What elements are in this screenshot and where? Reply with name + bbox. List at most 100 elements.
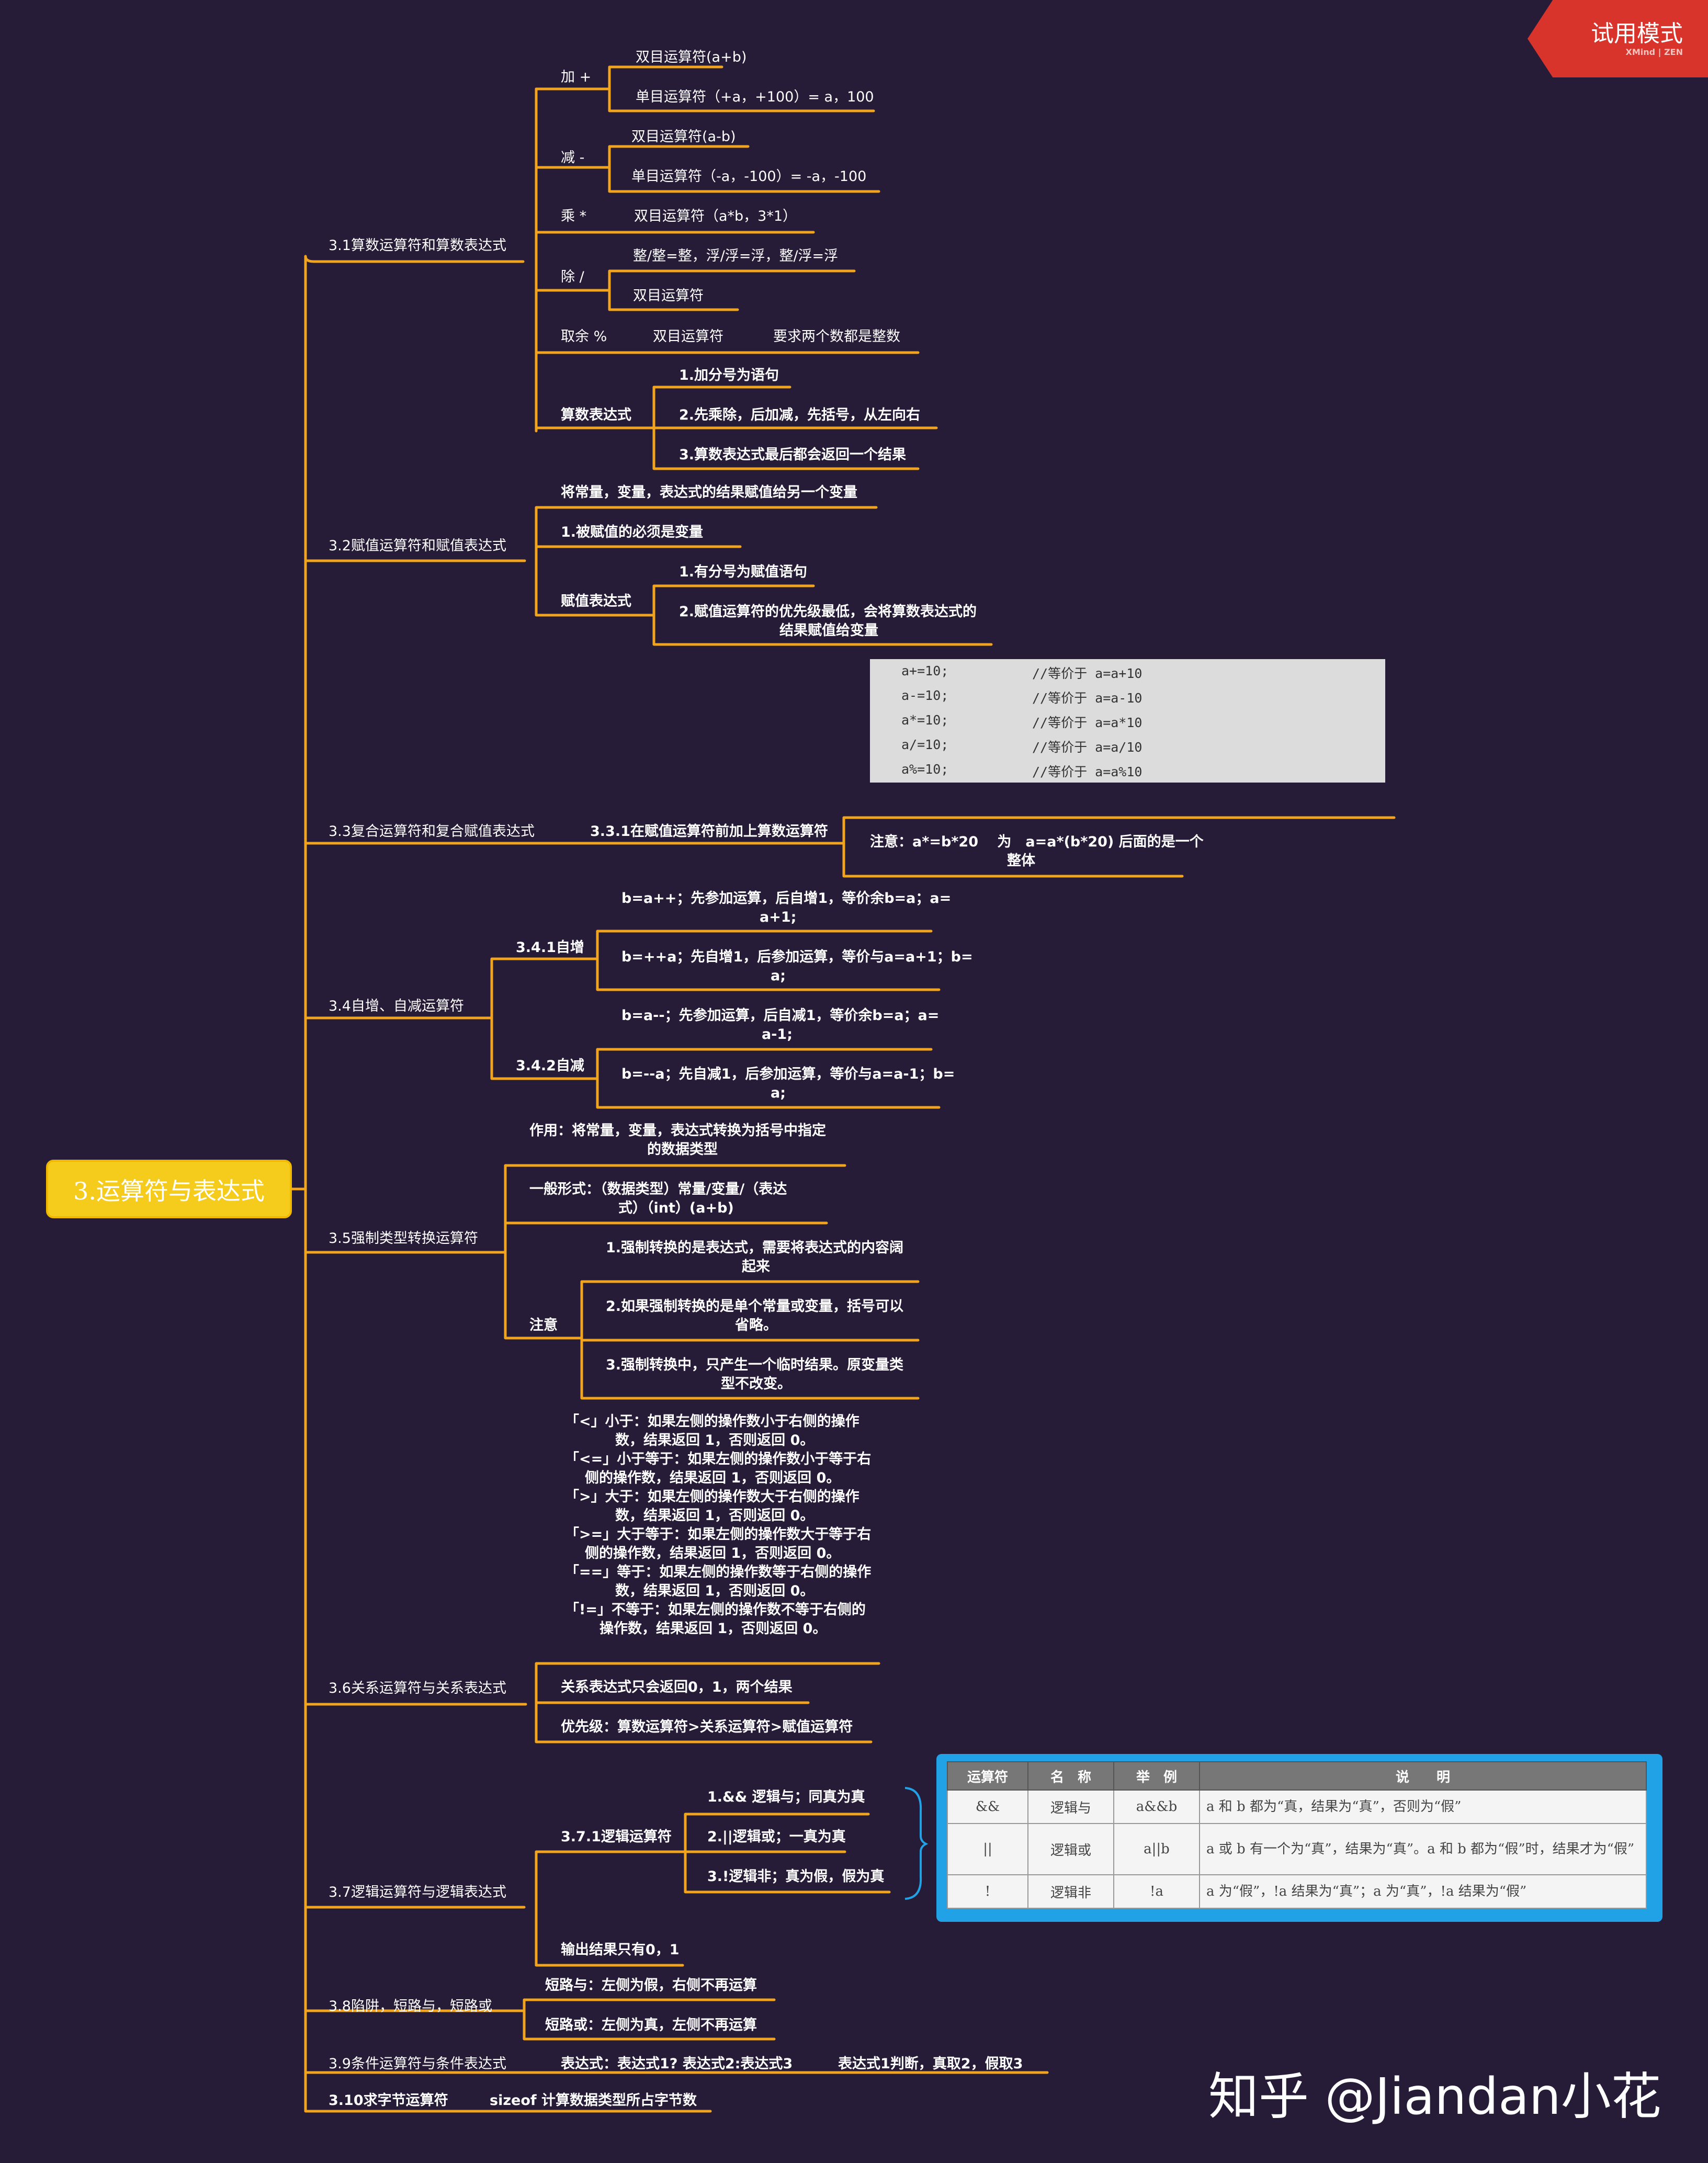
node-rel-line[interactable]: 「==」等于：如果左侧的操作数等于右侧的操作 bbox=[565, 1564, 872, 1580]
node-cast-form-b[interactable]: 式）（int）(a+b) bbox=[618, 1200, 734, 1216]
node-cast-note-3a[interactable]: 3.强制转换中，只产生一个临时结果。原变量类 bbox=[606, 1357, 904, 1373]
table-cell: 逻辑非 bbox=[1027, 1874, 1114, 1909]
code-stmt: a-=10; bbox=[901, 688, 949, 703]
topic-3-10[interactable]: 3.10求字节运算符 bbox=[329, 2092, 448, 2109]
node-mul[interactable]: 乘 * bbox=[561, 208, 587, 224]
topic-3-5[interactable]: 3.5强制类型转换运算符 bbox=[329, 1230, 478, 1247]
node-dec-post-b[interactable]: a-1; bbox=[762, 1026, 793, 1043]
node-logic-ops[interactable]: 3.7.1逻辑运算符 bbox=[561, 1829, 672, 1845]
compound-assign-code: a+=10; //等价于 a=a+10 a-=10; //等价于 a=a-10 … bbox=[870, 659, 1385, 783]
node-add[interactable]: 加 + bbox=[561, 69, 592, 85]
node-inc-pre-b[interactable]: a; bbox=[771, 968, 786, 984]
node-logic-not[interactable]: 3.!逻辑非；真为假，假为真 bbox=[707, 1868, 885, 1885]
node-rel-line[interactable]: 数，结果返回 1，否则返回 0。 bbox=[615, 1508, 815, 1524]
node-cast-use-a[interactable]: 作用：将常量，变量，表达式转换为括号中指定 bbox=[529, 1123, 826, 1139]
node-dec-pre-a[interactable]: b=--a；先自减1，后参加运算，等价与a=a-1；b= bbox=[621, 1066, 955, 1082]
node-cast-note-1b[interactable]: 起来 bbox=[742, 1259, 770, 1275]
table-cell: && bbox=[947, 1790, 1028, 1824]
table-cell: !a bbox=[1113, 1874, 1200, 1909]
table-header: 运算符 bbox=[947, 1761, 1028, 1791]
node-inc-pre-a[interactable]: b=++a；先自增1，后参加运算，等价与a=a+1；b= bbox=[621, 949, 973, 965]
node-inc-post-a[interactable]: b=a++；先参加运算，后自增1，等价余b=a；a= bbox=[621, 890, 952, 907]
table-cell: a||b bbox=[1113, 1823, 1200, 1875]
code-comment: //等价于 a=a*10 bbox=[1032, 715, 1143, 730]
topic-3-2[interactable]: 3.2赋值运算符和赋值表达式 bbox=[329, 538, 506, 554]
node-cast-note-2a[interactable]: 2.如果强制转换的是单个常量或变量，括号可以 bbox=[606, 1298, 904, 1315]
node-arith-expr-2[interactable]: 2.先乘除，后加减，先括号，从左向右 bbox=[679, 407, 921, 423]
node-arith-expr-3[interactable]: 3.算数表达式最后都会返回一个结果 bbox=[679, 447, 907, 463]
topic-3-7[interactable]: 3.7逻辑运算符与逻辑表达式 bbox=[329, 1884, 506, 1900]
topic-3-9[interactable]: 3.9条件运算符与条件表达式 bbox=[329, 2056, 506, 2072]
root-topic[interactable]: 3.运算符与表达式 bbox=[46, 1160, 292, 1218]
table-header: 说 明 bbox=[1199, 1761, 1647, 1791]
node-mod-binary[interactable]: 双目运算符 bbox=[653, 329, 723, 345]
code-stmt: a*=10; bbox=[901, 712, 949, 728]
node-arith-expr-1[interactable]: 1.加分号为语句 bbox=[679, 367, 779, 383]
node-dec-post-a[interactable]: b=a--；先参加运算，后自减1，等价余b=a；a= bbox=[621, 1007, 940, 1024]
node-div[interactable]: 除 / bbox=[561, 269, 584, 285]
node-mod-integers[interactable]: 要求两个数都是整数 bbox=[773, 329, 900, 345]
node-logic-or[interactable]: 2.||逻辑或；一真为真 bbox=[707, 1829, 846, 1845]
node-cast-use-b[interactable]: 的数据类型 bbox=[647, 1141, 718, 1158]
topic-3-1[interactable]: 3.1算数运算符和算数表达式 bbox=[329, 237, 506, 254]
node-decrement[interactable]: 3.4.2自减 bbox=[516, 1058, 584, 1074]
node-div-rule[interactable]: 整/整=整，浮/浮=浮，整/浮=浮 bbox=[633, 248, 839, 264]
node-dec-pre-b[interactable]: a; bbox=[771, 1085, 786, 1101]
node-add-binary[interactable]: 双目运算符(a+b) bbox=[636, 49, 747, 65]
logic-operator-table: 运算符 名 称 举 例 说 明 && 逻辑与 a&&b a 和 b 都为“真，结… bbox=[936, 1754, 1662, 1922]
node-compound-desc[interactable]: 3.3.1在赋值运算符前加上算数运算符 bbox=[590, 823, 828, 840]
topic-3-6[interactable]: 3.6关系运算符与关系表达式 bbox=[329, 1680, 506, 1696]
trial-mode-title: 试用模式 bbox=[1591, 20, 1683, 47]
table-cell: 逻辑与 bbox=[1027, 1790, 1114, 1824]
node-cast-note-2b[interactable]: 省略。 bbox=[735, 1317, 777, 1333]
node-assign-var[interactable]: 1.被赋值的必须是变量 bbox=[561, 524, 704, 540]
node-sizeof[interactable]: sizeof 计算数据类型所占字节数 bbox=[490, 2092, 697, 2109]
topic-3-8[interactable]: 3.8陷阱，短路与，短路或 bbox=[329, 1998, 492, 2014]
node-cast-note-3b[interactable]: 型不改变。 bbox=[721, 1376, 791, 1392]
node-mul-binary[interactable]: 双目运算符（a*b，3*1） bbox=[634, 208, 797, 224]
node-rel-priority[interactable]: 优先级：算数运算符>关系运算符>赋值运算符 bbox=[561, 1719, 853, 1735]
node-rel-line[interactable]: 数，结果返回 1，否则返回 0。 bbox=[615, 1432, 815, 1448]
logic-table-grid: 运算符 名 称 举 例 说 明 && 逻辑与 a&&b a 和 b 都为“真，结… bbox=[947, 1761, 1647, 1909]
node-inc-post-b[interactable]: a+1; bbox=[760, 909, 797, 925]
node-rel-line[interactable]: 「<=」小于等于：如果左侧的操作数小于等于右 bbox=[565, 1451, 872, 1467]
node-rel-line[interactable]: 操作数，结果返回 1，否则返回 0。 bbox=[600, 1621, 827, 1637]
node-compound-note-a[interactable]: 注意：a*=b*20 为 a=a*(b*20) 后面的是一个 bbox=[870, 834, 1204, 850]
node-div-binary[interactable]: 双目运算符 bbox=[633, 288, 704, 304]
node-ternary-rule[interactable]: 表达式1判断，真取2，假取3 bbox=[838, 2056, 1023, 2072]
node-increment[interactable]: 3.4.1自增 bbox=[516, 939, 584, 956]
table-cell: a 和 b 都为“真，结果为“真”，否则为“假” bbox=[1199, 1790, 1647, 1824]
node-logic-output[interactable]: 输出结果只有0，1 bbox=[561, 1942, 680, 1958]
topic-3-4[interactable]: 3.4自增、自减运算符 bbox=[329, 998, 464, 1014]
node-rel-line[interactable]: 「!=」不等于：如果左侧的操作数不等于右侧的 bbox=[565, 1602, 866, 1618]
topic-3-3[interactable]: 3.3复合运算符和复合赋值表达式 bbox=[329, 823, 535, 840]
node-cast-note[interactable]: 注意 bbox=[529, 1317, 558, 1333]
node-rel-line[interactable]: 侧的操作数，结果返回 1，否则返回 0。 bbox=[585, 1470, 841, 1486]
node-rel-line[interactable]: 侧的操作数，结果返回 1，否则返回 0。 bbox=[585, 1545, 841, 1561]
node-assign-desc[interactable]: 将常量，变量，表达式的结果赋值给另一个变量 bbox=[561, 484, 857, 501]
node-assign-expr[interactable]: 赋值表达式 bbox=[561, 593, 631, 609]
node-assign-expr-2b[interactable]: 结果赋值给变量 bbox=[779, 622, 878, 639]
node-compound-note-b[interactable]: 整体 bbox=[1007, 853, 1035, 869]
node-cast-note-1a[interactable]: 1.强制转换的是表达式，需要将表达式的内容阔 bbox=[606, 1240, 904, 1256]
node-arith-expr[interactable]: 算数表达式 bbox=[561, 407, 631, 423]
node-rel-line[interactable]: 「>=」大于等于：如果左侧的操作数大于等于右 bbox=[565, 1526, 872, 1543]
node-short-and[interactable]: 短路与：左侧为假，右侧不再运算 bbox=[545, 1977, 757, 1994]
node-rel-line[interactable]: 「<」小于：如果左侧的操作数小于右侧的操作 bbox=[565, 1413, 859, 1430]
node-sub[interactable]: 减 - bbox=[561, 150, 585, 166]
node-rel-line[interactable]: 数，结果返回 1，否则返回 0。 bbox=[615, 1583, 815, 1599]
node-rel-result[interactable]: 关系表达式只会返回0，1，两个结果 bbox=[561, 1679, 793, 1695]
node-mod[interactable]: 取余 % bbox=[561, 329, 607, 345]
node-logic-and[interactable]: 1.&& 逻辑与；同真为真 bbox=[707, 1789, 865, 1805]
code-comment: //等价于 a=a+10 bbox=[1032, 666, 1143, 681]
node-assign-expr-1[interactable]: 1.有分号为赋值语句 bbox=[679, 564, 808, 580]
node-cast-form-a[interactable]: 一般形式：（数据类型）常量/变量/（表达 bbox=[529, 1181, 787, 1197]
node-ternary-form[interactable]: 表达式：表达式1? 表达式2:表达式3 bbox=[561, 2056, 793, 2072]
node-assign-expr-2a[interactable]: 2.赋值运算符的优先级最低，会将算数表达式的 bbox=[679, 604, 977, 620]
node-rel-line[interactable]: 「>」大于：如果左侧的操作数大于右侧的操作 bbox=[565, 1489, 859, 1505]
node-short-or[interactable]: 短路或：左侧为真，左侧不再运算 bbox=[545, 2017, 757, 2033]
node-add-unary[interactable]: 单目运算符（+a，+100）= a，100 bbox=[636, 89, 874, 105]
node-sub-binary[interactable]: 双目运算符(a-b) bbox=[631, 129, 736, 145]
table-header: 举 例 bbox=[1113, 1761, 1200, 1791]
node-sub-unary[interactable]: 单目运算符（-a，-100）= -a，-100 bbox=[631, 168, 867, 185]
